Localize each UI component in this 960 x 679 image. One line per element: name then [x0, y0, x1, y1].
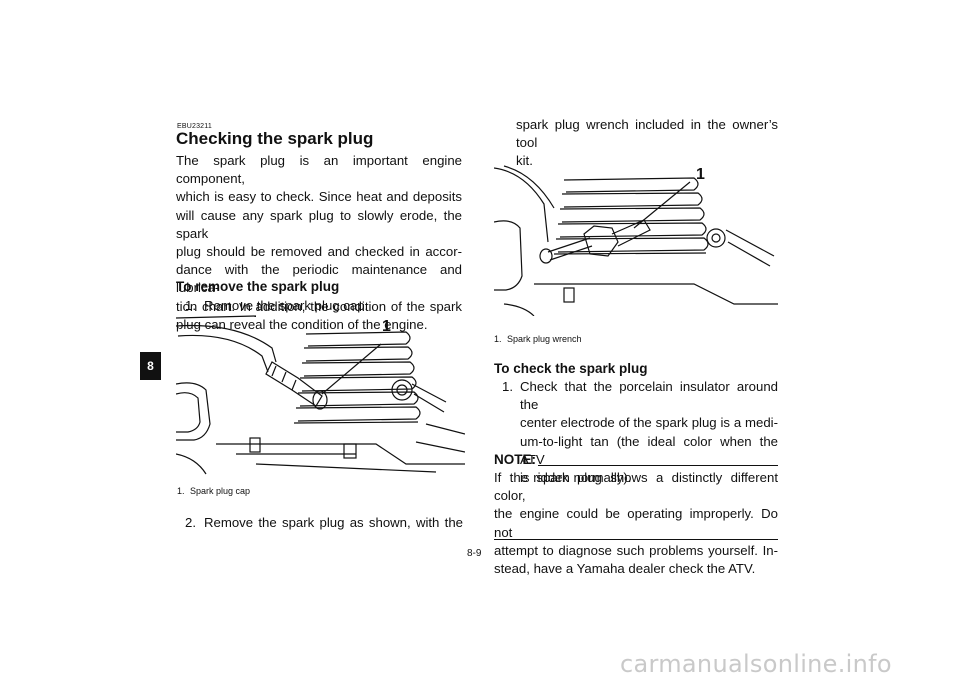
note-line: stead, have a Yamaha dealer check the AT…	[494, 561, 756, 577]
note-line: attempt to diagnose such problems yourse…	[494, 542, 778, 558]
section-title: Checking the spark plug	[176, 129, 374, 148]
check-heading: To check the spark plug	[494, 361, 648, 376]
note-bottom-rule	[494, 539, 778, 540]
continuation-line: kit.	[516, 153, 533, 169]
intro-line: tion chart. In addition, the condition o…	[176, 298, 462, 314]
continuation-paragraph: spark plug wrench included in the owner’…	[516, 116, 778, 171]
page-number: 8-9	[467, 548, 482, 559]
figure-spark-plug-wrench	[494, 164, 778, 316]
check-line: um-to-light tan (the ideal color when th…	[520, 433, 778, 467]
note-body: If the spark plug shows a distinctly dif…	[494, 469, 778, 578]
intro-line: which is easy to check. Since heat and d…	[176, 189, 462, 205]
check-line: center electrode of the spark plug is a …	[520, 415, 778, 431]
fig1-caption-number: 1.	[177, 486, 185, 496]
note-line: the engine could be operating improperly…	[494, 506, 778, 540]
engine-illustration-1	[176, 315, 465, 475]
engine-illustration-2	[494, 165, 778, 316]
step1-number: 1.	[185, 298, 196, 313]
remove-heading: To remove the spark plug	[176, 279, 340, 294]
continuation-line: spark plug wrench included in the owner’…	[516, 117, 778, 151]
step2-text: Remove the spark plug as shown, with the	[204, 515, 463, 530]
check-step-number: 1.	[502, 379, 513, 394]
section-code: EBU23211	[177, 123, 212, 130]
note-label: NOTE:	[494, 452, 536, 467]
fig2-callout: 1	[696, 166, 705, 183]
intro-line: plug should be removed and checked in ac…	[176, 244, 462, 260]
fig1-caption: Spark plug cap	[190, 486, 251, 496]
intro-line: The spark plug is an important engine co…	[176, 153, 462, 187]
figure-spark-plug-cap	[176, 314, 465, 478]
fig2-caption-number: 1.	[494, 334, 502, 344]
step1-text: Remove the spark plug cap.	[204, 298, 369, 313]
check-line: Check that the porcelain insulator aroun…	[520, 379, 778, 413]
intro-line: dance with the periodic maintenance and …	[176, 262, 462, 296]
check-step-text: Check that the porcelain insulator aroun…	[520, 378, 778, 487]
note-top-rule	[538, 465, 778, 466]
intro-line: plug can reveal the condition of the eng…	[176, 316, 428, 332]
intro-line: will cause any spark plug to slowly erod…	[176, 207, 462, 241]
fig2-caption: Spark plug wrench	[507, 334, 582, 344]
footer-watermark: carmanualsonline.info	[620, 650, 892, 678]
chapter-tab: 8	[140, 352, 161, 380]
intro-paragraph: The spark plug is an important engine co…	[176, 152, 462, 334]
note-line: If the spark plug shows a distinctly dif…	[494, 470, 778, 504]
chapter-tab-number: 8	[147, 359, 154, 373]
fig1-callout: 1	[382, 318, 391, 335]
check-line: is ridden normally).	[520, 470, 632, 486]
step2-number: 2.	[185, 515, 196, 530]
